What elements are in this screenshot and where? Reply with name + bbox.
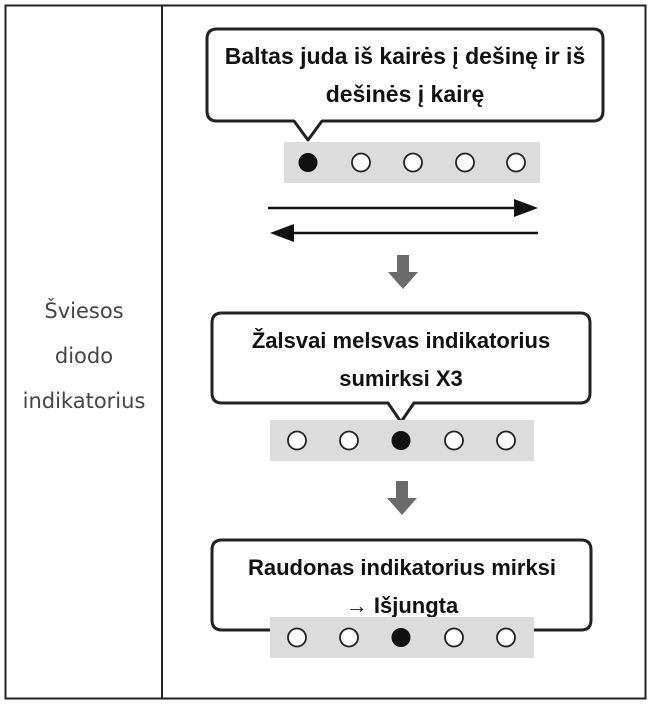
callout-text-2-line1: Žalsvai melsvas indikatorius (252, 328, 550, 353)
left-label-line1: Šviesos (44, 298, 123, 323)
led-2-2 (339, 430, 359, 451)
step-2: Žalsvai melsvas indikatorius sumirksi X3 (210, 311, 592, 461)
callout-text-3-line2: → Išjungta (346, 593, 459, 618)
led-3-3 (391, 628, 411, 647)
callout-text-3-line1: Raudonas indikatorius mirksi (248, 555, 556, 580)
table-border (4, 4, 647, 700)
callout-text-2-line2: sumirksi X3 (339, 366, 463, 391)
arrow-right-head-icon (514, 199, 538, 217)
led-1-1 (298, 153, 318, 172)
down-arrow-1-icon (388, 255, 418, 289)
left-label-line3: indikatorius (23, 389, 146, 413)
led-3-2 (339, 627, 359, 648)
led-3-5 (496, 627, 516, 648)
left-label: Šviesos diodo indikatorius (23, 298, 146, 413)
arrow-left-head-icon (270, 224, 294, 242)
led-1-3 (403, 152, 423, 173)
led-2-4 (444, 430, 464, 451)
led-3-4 (444, 627, 464, 648)
step-1: Baltas juda iš kairės į dešinę ir iš deš… (205, 27, 605, 242)
led-3-1 (287, 627, 307, 648)
led-2-5 (496, 430, 516, 451)
callout-box-1 (205, 27, 605, 142)
step-3: Raudonas indikatorius mirksi → Išjungta (210, 538, 593, 658)
left-label-line2: diodo (55, 344, 113, 368)
down-arrow-2-icon (387, 481, 417, 515)
callout-text-1-line2: dešinės į kairę (326, 81, 485, 107)
motion-arrows (268, 199, 538, 242)
led-2-3 (391, 431, 411, 450)
callout-box-2 (210, 311, 592, 424)
led-1-2 (351, 152, 371, 173)
led-1-5 (506, 152, 526, 173)
callout-text-1-line1: Baltas juda iš kairės į dešinę ir iš (225, 43, 586, 69)
led-1-4 (455, 152, 475, 173)
led-2-1 (287, 430, 307, 451)
